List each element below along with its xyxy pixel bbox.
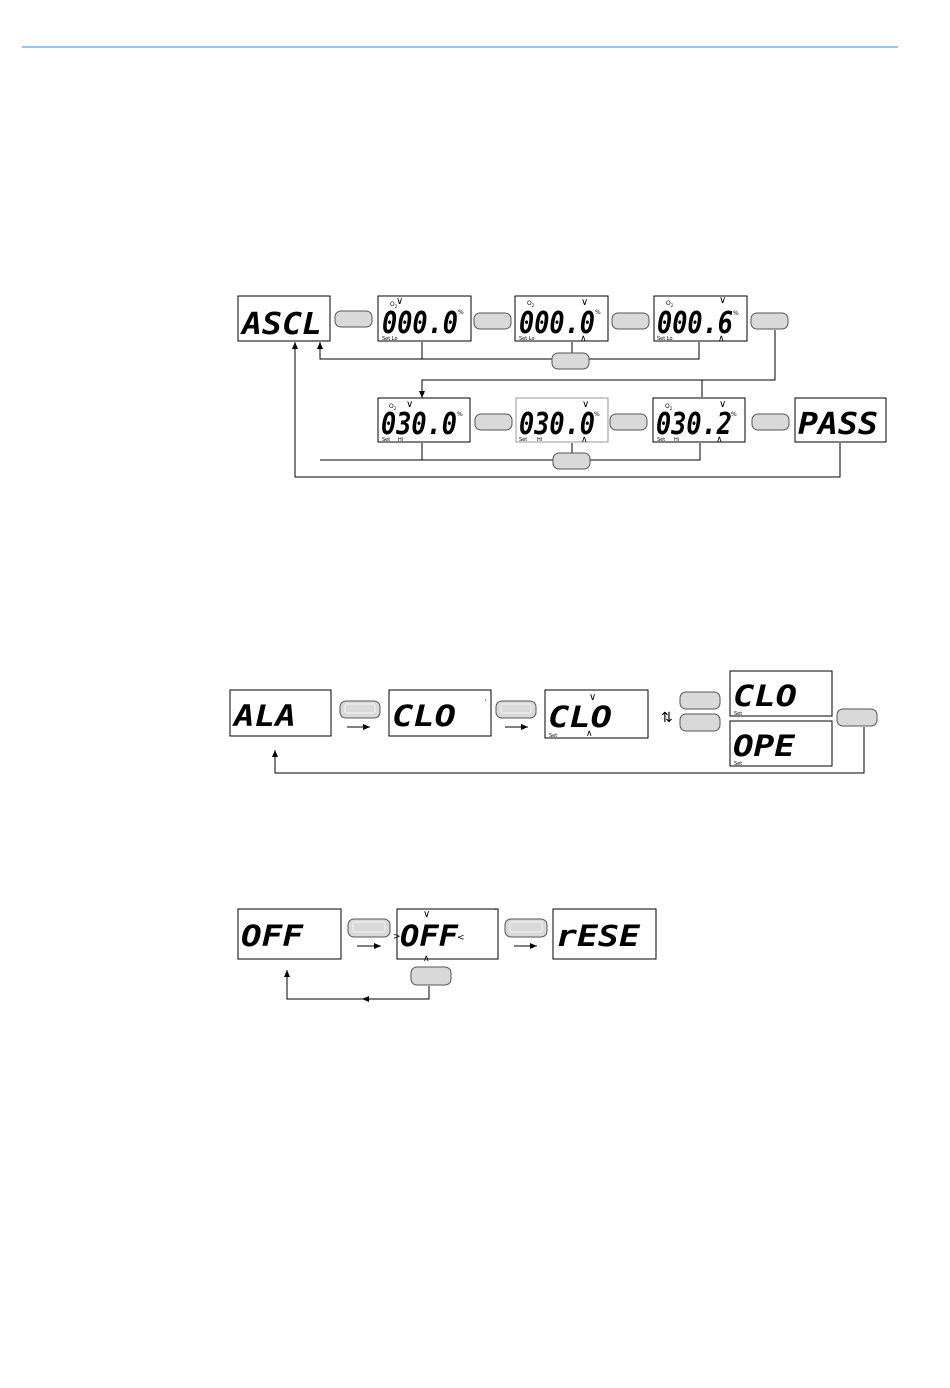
arrow-up-marker: ∧	[716, 435, 723, 445]
lcd-value: 030.0	[381, 407, 457, 442]
lcd-clo-1: CLO `	[389, 690, 491, 736]
key-button[interactable]	[411, 967, 451, 985]
lcd-ope-text: OPE	[733, 729, 796, 763]
key-button[interactable]	[610, 414, 647, 430]
unit-label: %	[733, 310, 739, 317]
lcd-ala-text: ALA	[232, 699, 296, 733]
arrow-up-marker: ∧	[718, 334, 725, 344]
ala-flow: ALA CLO ` ∨ CLO ∧ Set ⇅ CLO	[230, 671, 877, 773]
hi-label: Hi	[537, 437, 542, 443]
tick-marker: `	[493, 907, 497, 917]
set-label: Set	[519, 437, 527, 443]
arrow-up-marker: ∧	[580, 334, 587, 344]
up-down-arrows-icon: ⇅	[661, 710, 673, 726]
key-button[interactable]	[680, 714, 720, 731]
key-button[interactable]	[505, 919, 547, 937]
hi-label: Hi	[398, 437, 403, 443]
set-label: Set	[549, 733, 557, 739]
set-label: Set	[734, 761, 742, 767]
lcd-clo-text: CLO	[733, 679, 797, 713]
off-return-line	[287, 970, 429, 999]
set-label: Set Lo	[519, 336, 535, 342]
lcd-rese-text: rESE	[556, 919, 641, 953]
tick-marker: `	[484, 698, 488, 708]
unit-label: %	[731, 411, 737, 418]
key-button[interactable]	[496, 701, 536, 718]
lcd-set-hi-3: O2 ∨ 030.2 % ∧ Set Hi	[653, 398, 745, 445]
lcd-pass: PASS	[795, 398, 886, 442]
lcd-ope: OPE Set	[730, 721, 832, 767]
lcd-pass-text: PASS	[798, 407, 878, 442]
key-button[interactable]	[552, 353, 589, 369]
lo-return-line	[320, 342, 422, 359]
lcd-clo-2: ∨ CLO ∧ Set	[545, 690, 648, 739]
arrow-up-marker: ∧	[423, 954, 430, 964]
lcd-set-hi-1: O2 ∨ 030.0 % Set Hi	[378, 398, 470, 443]
key-button[interactable]	[348, 919, 390, 937]
arrow-down-marker: ∨	[719, 295, 726, 306]
lcd-ascl-text: ASCL	[240, 307, 322, 342]
lcd-clo-text: CLO	[548, 700, 612, 734]
unit-label: %	[457, 411, 463, 418]
key-button[interactable]	[837, 709, 877, 726]
key-button[interactable]	[752, 414, 789, 430]
key-button[interactable]	[751, 313, 788, 329]
unit-label: %	[458, 309, 464, 316]
lcd-ascl: ASCL	[238, 296, 330, 342]
off-flow: OFF ∨ > OFF < ` ∧ rESE	[238, 907, 656, 999]
set-label: Set Lo	[382, 336, 398, 342]
set-label: Set	[734, 711, 742, 717]
lcd-off-2: ∨ > OFF < ` ∧	[393, 907, 498, 964]
key-button[interactable]	[340, 701, 380, 718]
lcd-off-text: OFF	[241, 919, 304, 953]
key-button[interactable]	[474, 313, 511, 329]
hi-label: Hi	[674, 437, 679, 443]
lcd-off-text: OFF	[400, 919, 459, 953]
key-button[interactable]	[680, 692, 720, 709]
lcd-set-hi-2: ∨ 030.0 % ∧ Set Hi	[516, 398, 608, 445]
key-button[interactable]	[553, 453, 590, 469]
key-button[interactable]	[612, 313, 649, 329]
lcd-clo-text: CLO	[392, 699, 456, 733]
set-label: Set	[657, 437, 665, 443]
ascl-flow: ASCL O2 ∨ 000.0 % Set Lo O2 ∨ 000.0 % ∧ …	[238, 295, 886, 477]
set-label: Set Lo	[657, 336, 673, 342]
lcd-set-lo-2: O2 ∨ 000.0 % ∧ Set Lo	[515, 296, 608, 344]
set-label: Set	[382, 437, 390, 443]
hi-return-line	[320, 443, 422, 460]
lcd-rese: rESE	[553, 909, 656, 959]
key-button[interactable]	[475, 414, 512, 430]
arrow-up-marker: ∧	[586, 729, 593, 739]
key-button[interactable]	[335, 311, 372, 327]
unit-label: %	[594, 411, 600, 418]
lcd-set-lo-3: O2 ∨ 000.6 % ∧ Set Lo	[654, 295, 747, 344]
lcd-off-1: OFF	[238, 909, 341, 959]
lcd-ala: ALA	[230, 690, 331, 736]
arrow-left-marker: <	[457, 933, 465, 943]
lcd-clo-3: CLO Set	[730, 671, 832, 717]
lcd-set-lo-1: O2 ∨ 000.0 % Set Lo	[378, 296, 471, 342]
arrow-up-marker: ∧	[581, 435, 588, 445]
unit-label: %	[595, 309, 601, 316]
